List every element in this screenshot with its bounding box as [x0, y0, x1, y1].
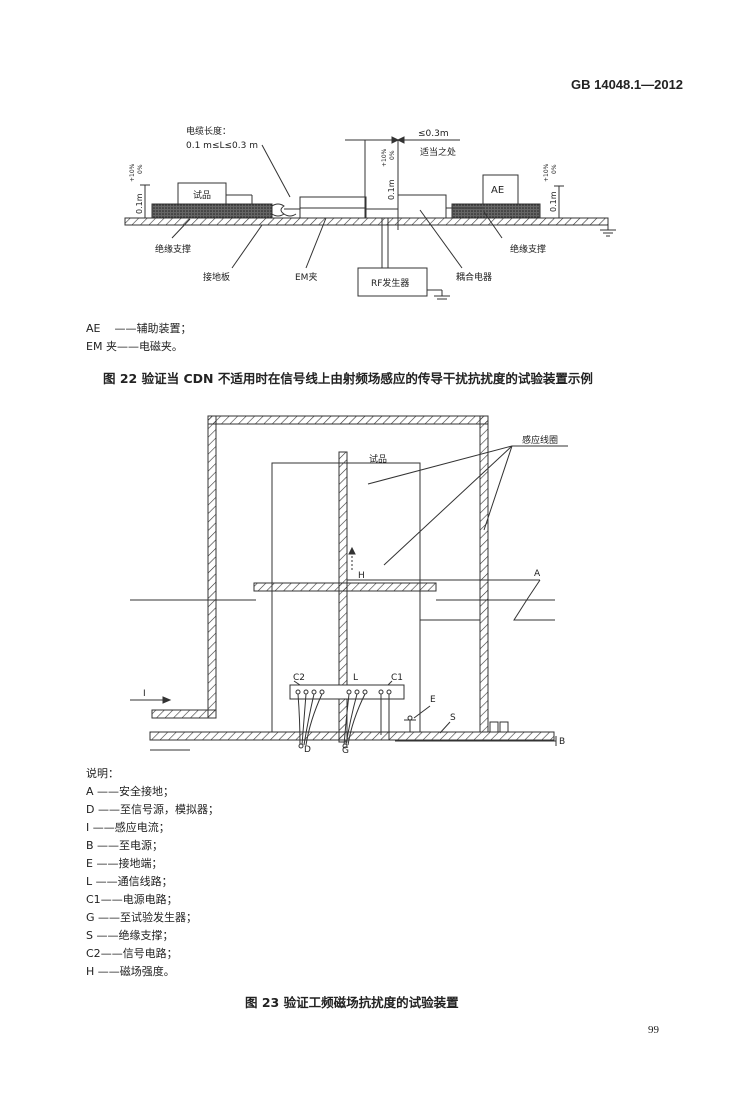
fig23-legend-item: G ——至试验发生器；	[86, 911, 198, 924]
label-I: I	[143, 689, 146, 699]
label-tol0-right: 0%	[551, 164, 558, 174]
figure-23	[130, 415, 568, 751]
fig23-legend-title: 说明：	[86, 767, 119, 780]
insulation-support-right	[451, 203, 541, 219]
label-le-03m: ≤0.3m	[418, 129, 449, 139]
ae-box	[482, 174, 519, 205]
label-B: B	[559, 737, 565, 747]
label-cable-length: 电缆长度：	[186, 125, 231, 137]
label-cable-range: 0.1 m≤L≤0.3 m	[186, 141, 258, 151]
label-L: L	[353, 673, 358, 683]
label-ae: AE	[491, 185, 504, 196]
label-ground-plate: 接地板	[203, 271, 230, 283]
label-C2: C2	[293, 673, 305, 683]
label-E: E	[430, 695, 436, 705]
fig23-legend-item: C1——电源电路；	[86, 893, 178, 906]
label-suitable: 适当之处	[420, 146, 456, 158]
label-tol-mid: +10%	[381, 148, 388, 167]
figure-23-labels: 试品 感应线圈 A H I C2 L C1 E S D G B	[143, 434, 565, 756]
coil-right	[479, 415, 489, 733]
fig23-legend-item: H ——磁场强度。	[86, 965, 175, 978]
label-height-left: 0.1m	[135, 193, 144, 214]
page-number: 99	[648, 1024, 659, 1036]
fig23-legend-item: I ——感应电流；	[86, 821, 170, 834]
coil-left	[207, 415, 217, 719]
fig23-legend-item: B ——至电源；	[86, 839, 164, 852]
rf-generator	[357, 267, 428, 297]
label-C1: C1	[391, 673, 403, 683]
label-coupler: 耦合电器	[456, 271, 492, 283]
coil-top	[207, 415, 489, 425]
label-insul-right: 绝缘支撑	[510, 243, 546, 255]
fig23-legend-item: L ——通信线路；	[86, 875, 173, 888]
fig23-legend-item: A ——安全接地；	[86, 785, 175, 798]
fig23-legend-item: E ——接地端；	[86, 857, 163, 870]
fig22-legend-item: EM 夹——电磁夹。	[86, 340, 183, 353]
label-H: H	[358, 571, 365, 581]
label-height-mid: 0.1m	[387, 179, 396, 200]
label-tol-left: +10%	[129, 163, 136, 182]
label-eut-23: 试品	[369, 453, 387, 465]
label-rf-gen: RF发生器	[371, 277, 409, 289]
figure-22	[124, 136, 616, 300]
label-tol0-left: 0%	[137, 164, 144, 174]
insulation-support-left	[151, 203, 273, 219]
fig22-legend-item: AE——辅助装置；	[86, 322, 192, 335]
figure-22-labels: 电缆长度： 0.1 m≤L≤0.3 m ≤0.3m 适当之处 试品 AE 绝缘支…	[129, 125, 558, 289]
label-height-right: 0.1m	[549, 191, 558, 212]
label-D: D	[304, 745, 311, 755]
label-A: A	[534, 569, 541, 579]
standard-number: GB 14048.1—2012	[571, 77, 684, 92]
label-eut: 试品	[193, 189, 211, 201]
eut-box	[177, 182, 227, 205]
label-insul-left: 绝缘支撑	[155, 243, 191, 255]
ground-plane-23	[149, 731, 555, 741]
label-G: G	[342, 746, 349, 756]
fig23-legend-item: C2——信号电路；	[86, 947, 178, 960]
label-tol0-mid: 0%	[389, 150, 396, 160]
ground-plane	[124, 217, 609, 226]
fig23-legend-item: S ——绝缘支撑；	[86, 929, 174, 942]
label-S: S	[450, 713, 456, 723]
coupling-device	[397, 194, 447, 219]
fig23-caption: 图 23 验证工频磁场抗扰度的试验装置	[245, 995, 459, 1010]
label-em-clamp: EM夹	[295, 271, 317, 283]
fig23-legend-item: D ——至信号源，模拟器；	[86, 803, 219, 816]
coil-vertical	[338, 451, 348, 743]
label-tol-right: +10%	[543, 163, 550, 182]
fig22-caption: 图 22 验证当 CDN 不适用时在信号线上由射频场感应的传导干扰抗扰度的试验装…	[103, 371, 593, 386]
label-coil: 感应线圈	[522, 434, 558, 446]
